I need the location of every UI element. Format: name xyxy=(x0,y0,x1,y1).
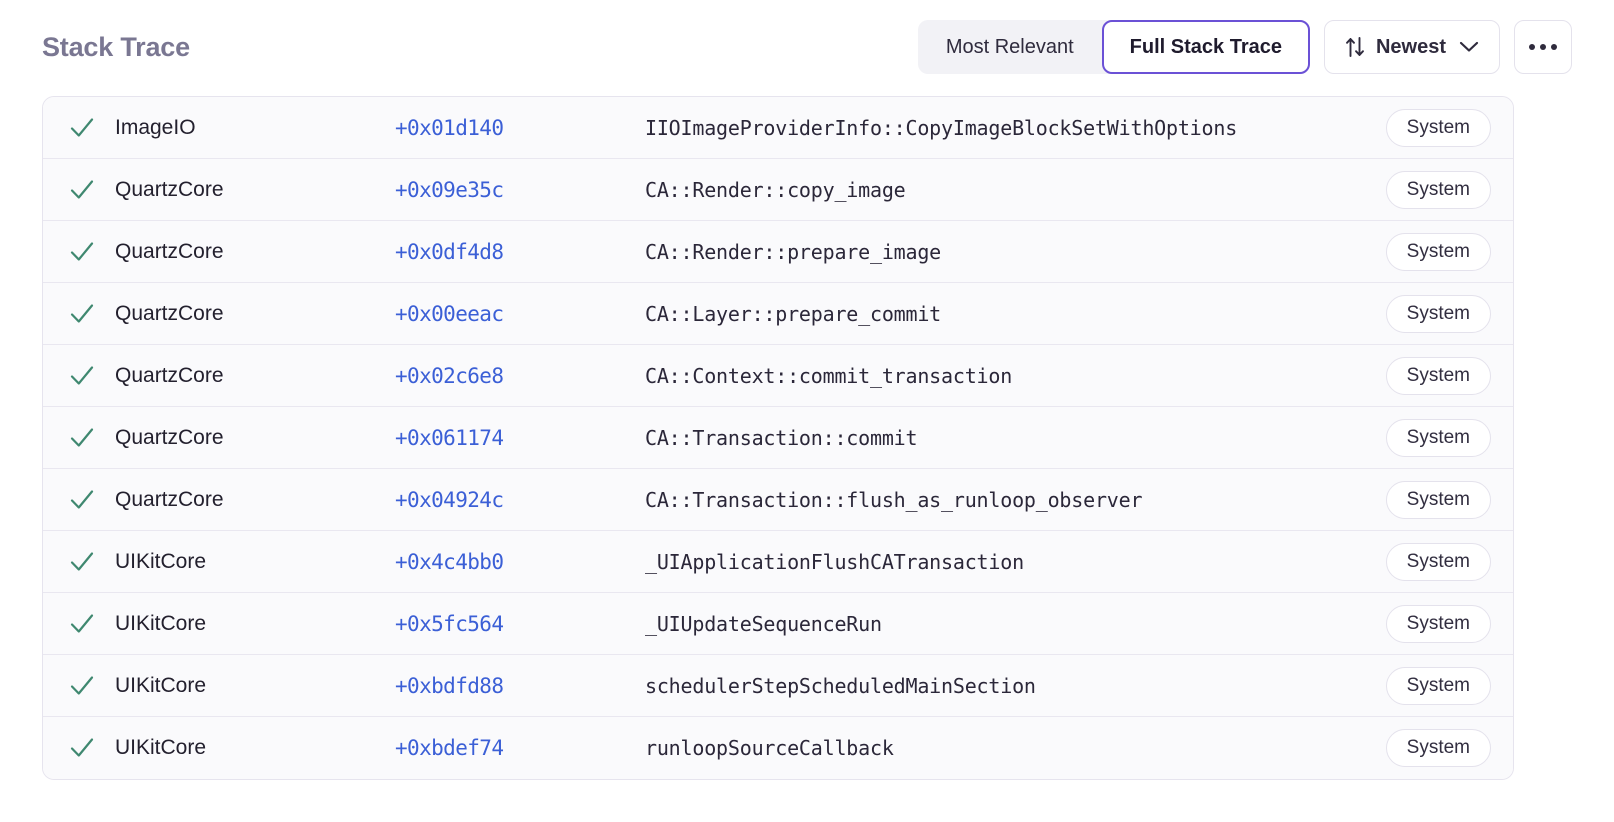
table-row[interactable]: UIKitCore +0x4c4bb0 _UIApplicationFlushC… xyxy=(43,531,1513,593)
row-offset-link[interactable]: +0x5fc564 xyxy=(395,611,504,636)
check-icon xyxy=(69,425,115,451)
check-icon xyxy=(69,611,115,637)
row-badge-cell: System xyxy=(1351,418,1491,457)
row-package-name: UIKitCore xyxy=(115,549,207,573)
row-package-name: QuartzCore xyxy=(115,239,224,263)
check-icon xyxy=(69,673,115,699)
row-symbol-name: CA::Transaction::commit xyxy=(645,425,918,450)
status-badge: System xyxy=(1385,666,1491,705)
table-row[interactable]: QuartzCore +0x09e35c CA::Render::copy_im… xyxy=(43,159,1513,221)
row-badge-cell: System xyxy=(1351,294,1491,333)
table-row[interactable]: QuartzCore +0x0df4d8 CA::Render::prepare… xyxy=(43,221,1513,283)
table-row[interactable]: QuartzCore +0x02c6e8 CA::Context::commit… xyxy=(43,345,1513,407)
more-options-button[interactable] xyxy=(1514,20,1572,74)
row-symbol-name: runloopSourceCallback xyxy=(645,736,894,760)
status-badge: System xyxy=(1385,729,1491,767)
row-badge-cell: System xyxy=(1351,666,1491,705)
table-row[interactable]: QuartzCore +0x061174 CA::Transaction::co… xyxy=(43,407,1513,469)
row-symbol-name: IIOImageProviderInfo::CopyImageBlockSetW… xyxy=(645,115,1238,140)
row-symbol-name: CA::Render::copy_image xyxy=(645,177,906,202)
header-controls: Most Relevant Full Stack Trace Newest xyxy=(917,20,1572,74)
sort-updown-icon xyxy=(1345,36,1365,58)
tab-most-relevant[interactable]: Most Relevant xyxy=(918,20,1102,74)
sort-label: Newest xyxy=(1375,35,1446,58)
row-badge-cell: System xyxy=(1351,356,1491,395)
row-symbol-name: _UIApplicationFlushCATransaction xyxy=(645,549,1024,574)
row-package-name: ImageIO xyxy=(115,115,196,139)
status-badge: System xyxy=(1385,232,1491,271)
row-offset-link[interactable]: +0x4c4bb0 xyxy=(395,549,504,574)
row-offset-link[interactable]: +0x01d140 xyxy=(395,115,504,140)
tab-full-stack-trace[interactable]: Full Stack Trace xyxy=(1101,20,1310,74)
row-badge-cell: System xyxy=(1351,108,1491,147)
row-badge-cell: System xyxy=(1351,170,1491,209)
check-icon xyxy=(69,301,115,327)
row-package-name: UIKitCore xyxy=(115,673,207,697)
row-offset-link[interactable]: +0x0df4d8 xyxy=(395,239,504,264)
row-offset-link[interactable]: +0xbdef74 xyxy=(395,736,504,760)
status-badge: System xyxy=(1385,418,1491,457)
status-badge: System xyxy=(1385,480,1491,519)
table-row[interactable]: UIKitCore +0xbdfd88 schedulerStepSchedul… xyxy=(43,655,1513,717)
check-icon xyxy=(69,549,115,575)
row-symbol-name: CA::Layer::prepare_commit xyxy=(645,301,942,326)
status-badge: System xyxy=(1385,170,1491,209)
table-row[interactable]: QuartzCore +0x00eeac CA::Layer::prepare_… xyxy=(43,283,1513,345)
row-package-name: UIKitCore xyxy=(115,611,207,635)
row-badge-cell: System xyxy=(1351,232,1491,271)
table-row[interactable]: ImageIO +0x01d140 IIOImageProviderInfo::… xyxy=(43,97,1513,159)
row-package-name: QuartzCore xyxy=(115,177,224,201)
status-badge: System xyxy=(1385,356,1491,395)
check-icon xyxy=(69,115,115,141)
check-icon xyxy=(69,363,115,389)
check-icon xyxy=(69,735,115,761)
check-icon xyxy=(69,239,115,265)
row-badge-cell: System xyxy=(1351,729,1491,767)
status-badge: System xyxy=(1385,294,1491,333)
row-package-name: UIKitCore xyxy=(115,736,207,759)
row-symbol-name: CA::Context::commit_transaction xyxy=(645,363,1013,388)
row-badge-cell: System xyxy=(1351,604,1491,643)
row-offset-link[interactable]: +0x09e35c xyxy=(395,177,504,202)
status-badge: System xyxy=(1385,108,1491,147)
row-package-name: QuartzCore xyxy=(115,487,224,511)
table-row[interactable]: QuartzCore +0x04924c CA::Transaction::fl… xyxy=(43,469,1513,531)
row-symbol-name: schedulerStepScheduledMainSection xyxy=(645,673,1036,698)
row-symbol-name: _UIUpdateSequenceRun xyxy=(645,611,882,636)
check-icon xyxy=(69,487,115,513)
status-badge: System xyxy=(1385,542,1491,581)
row-symbol-name: CA::Render::prepare_image xyxy=(645,239,942,264)
row-package-name: QuartzCore xyxy=(115,363,224,387)
row-offset-link[interactable]: +0xbdfd88 xyxy=(395,673,504,698)
table-row[interactable]: UIKitCore +0x5fc564 _UIUpdateSequenceRun… xyxy=(43,593,1513,655)
chevron-down-icon xyxy=(1459,41,1479,53)
row-offset-link[interactable]: +0x061174 xyxy=(395,425,504,450)
sort-dropdown[interactable]: Newest xyxy=(1323,20,1500,74)
row-badge-cell: System xyxy=(1351,480,1491,519)
row-badge-cell: System xyxy=(1351,542,1491,581)
ellipsis-horizontal-icon xyxy=(1529,44,1557,50)
row-package-name: QuartzCore xyxy=(115,425,224,449)
row-offset-link[interactable]: +0x04924c xyxy=(395,487,504,512)
row-offset-link[interactable]: +0x00eeac xyxy=(395,301,504,326)
page-title: Stack Trace xyxy=(42,31,190,62)
status-badge: System xyxy=(1385,604,1491,643)
panel-header: Stack Trace Most Relevant Full Stack Tra… xyxy=(0,0,1614,78)
row-offset-link[interactable]: +0x02c6e8 xyxy=(395,363,504,388)
row-symbol-name: CA::Transaction::flush_as_runloop_observ… xyxy=(645,487,1143,512)
table-row[interactable]: UIKitCore +0xbdef74 runloopSourceCallbac… xyxy=(43,717,1513,779)
stack-trace-table: ImageIO +0x01d140 IIOImageProviderInfo::… xyxy=(42,96,1514,780)
view-mode-segmented-control[interactable]: Most Relevant Full Stack Trace xyxy=(917,20,1310,74)
check-icon xyxy=(69,177,115,203)
row-package-name: QuartzCore xyxy=(115,301,224,325)
